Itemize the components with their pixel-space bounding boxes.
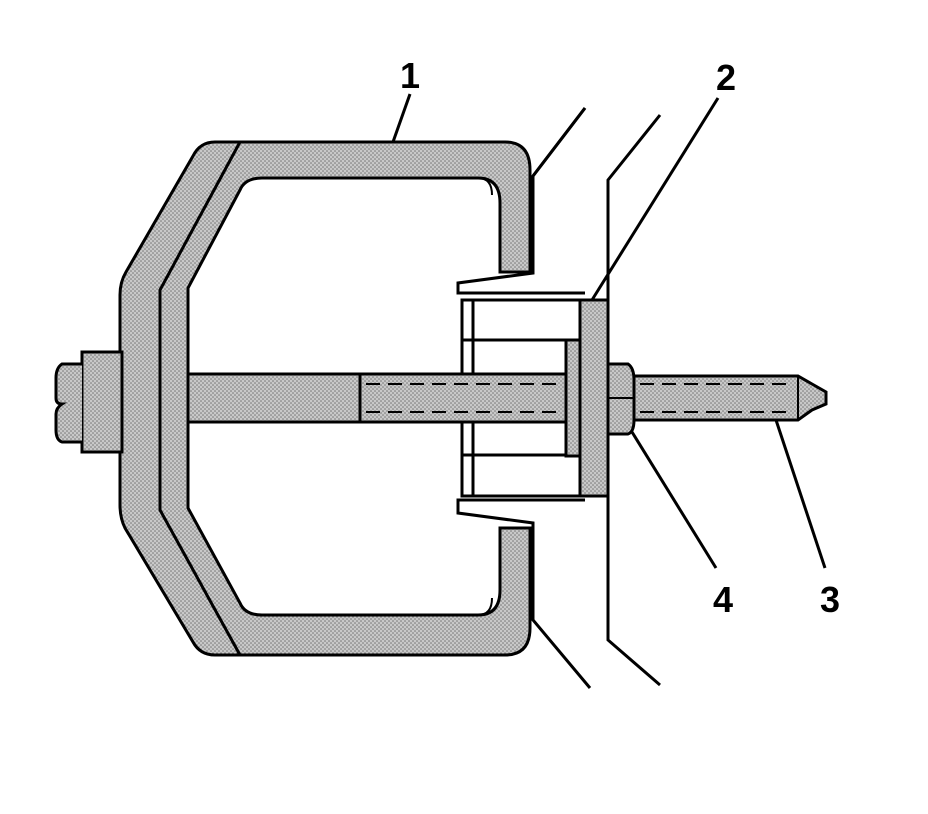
leader-2 <box>590 97 720 301</box>
callout-2: 2 <box>716 57 736 98</box>
frame-inner-bottom <box>262 597 493 616</box>
frame-inner-edge <box>158 141 242 656</box>
leader-lines <box>391 93 827 569</box>
frame-body <box>118 140 532 657</box>
plate <box>564 298 610 498</box>
leader-4 <box>630 431 718 569</box>
callout-1: 1 <box>400 55 420 96</box>
leader-3 <box>774 419 827 569</box>
puller-frame <box>118 140 532 657</box>
nut <box>606 362 636 436</box>
callout-3: 3 <box>820 579 840 620</box>
leader-1 <box>391 93 412 143</box>
frame-inner-top <box>262 177 493 196</box>
threaded-rod <box>632 374 828 422</box>
center-shaft <box>186 372 568 424</box>
callout-4: 4 <box>713 579 733 620</box>
left-nut <box>54 350 124 454</box>
